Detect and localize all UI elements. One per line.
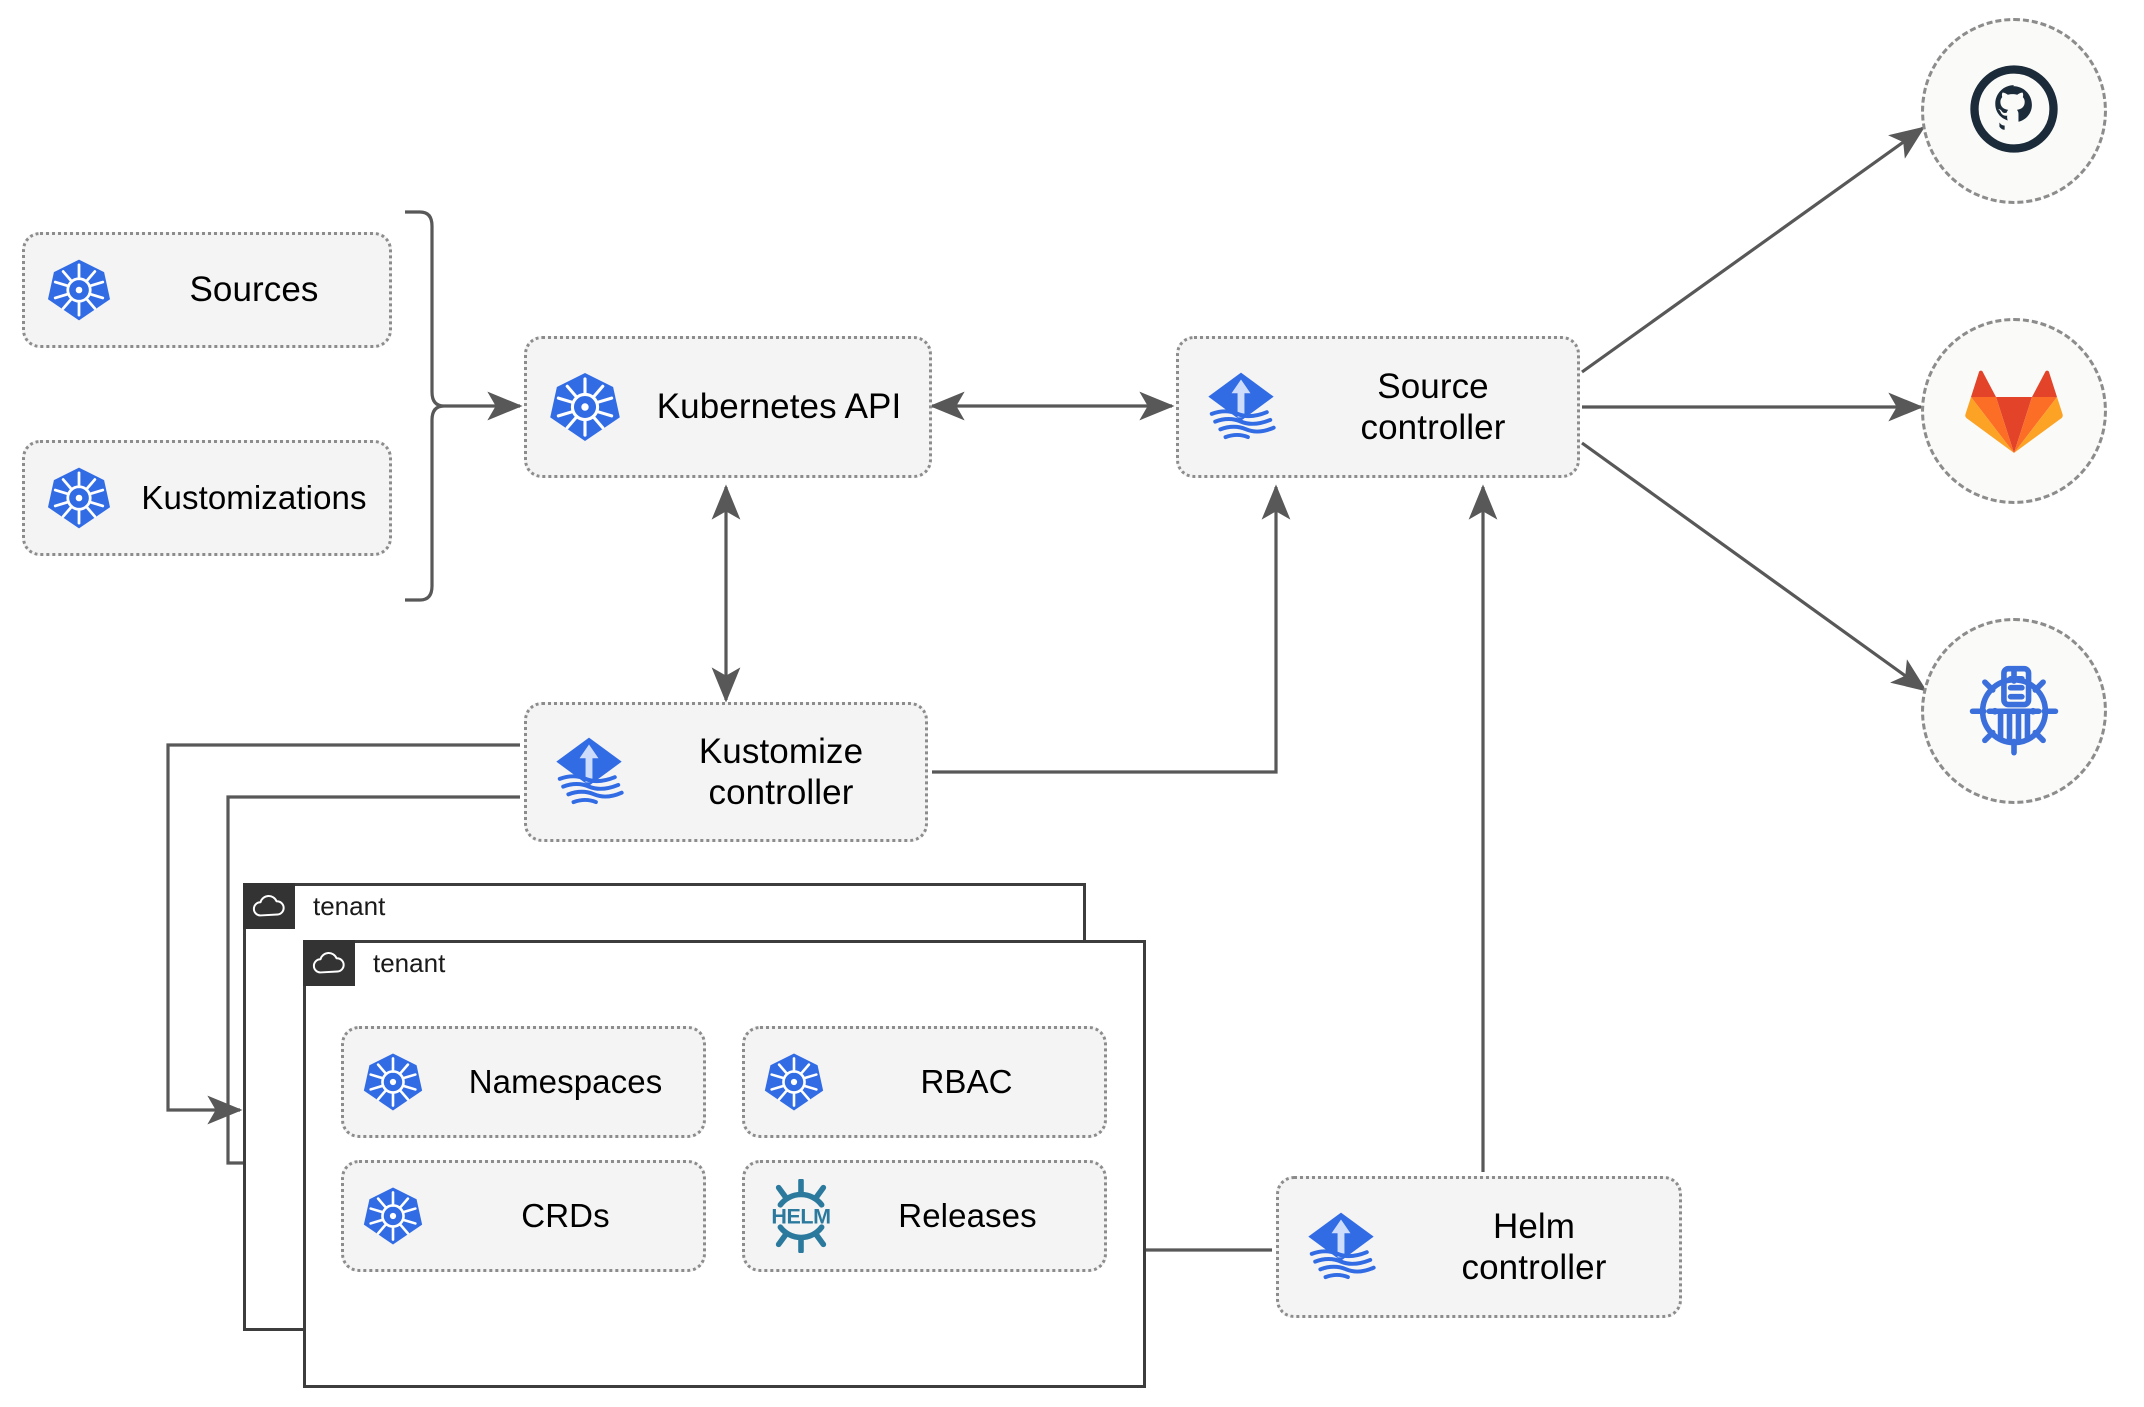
- node-helm-controller[interactable]: Helm controller: [1276, 1176, 1682, 1318]
- flux-icon: [1179, 364, 1303, 450]
- node-label: Kustomizations: [141, 478, 367, 516]
- kubernetes-icon: [344, 1185, 442, 1247]
- provider-github[interactable]: [1921, 18, 2107, 204]
- node-label: Releases: [898, 1196, 1037, 1234]
- node-source-controller[interactable]: Source controller: [1176, 336, 1580, 478]
- github-icon: [1962, 57, 2066, 166]
- cloud-icon: [303, 940, 355, 986]
- node-label: Source controller: [1360, 366, 1506, 447]
- resource-crds[interactable]: CRDs: [341, 1160, 706, 1272]
- resource-rbac[interactable]: RBAC: [742, 1026, 1107, 1138]
- helm-icon: HELM: [745, 1179, 857, 1253]
- kubernetes-icon: [25, 465, 133, 531]
- flux-icon: [1279, 1204, 1403, 1290]
- node-label: Helm controller: [1461, 1206, 1607, 1287]
- kubernetes-icon: [527, 370, 643, 444]
- kubernetes-icon: [344, 1051, 442, 1113]
- edge-kustomize-source: [932, 484, 1291, 774]
- kubernetes-icon: [25, 257, 133, 323]
- node-sources[interactable]: Sources: [22, 232, 392, 348]
- node-label: RBAC: [920, 1062, 1013, 1100]
- node-kustomizations[interactable]: Kustomizations: [22, 440, 392, 556]
- flux-icon: [527, 729, 651, 815]
- helm-chart-icon: [1958, 653, 2070, 770]
- resource-namespaces[interactable]: Namespaces: [341, 1026, 706, 1138]
- node-label: Sources: [189, 270, 319, 310]
- provider-gitlab[interactable]: [1921, 318, 2107, 504]
- svg-text:HELM: HELM: [771, 1205, 830, 1229]
- edge-source-github: [1581, 126, 1926, 374]
- provider-helm-repository[interactable]: [1921, 618, 2107, 804]
- tenant-label: tenant: [295, 890, 386, 922]
- cloud-icon: [243, 883, 295, 929]
- tenant-label: tenant: [355, 947, 446, 979]
- node-label: Namespaces: [468, 1062, 663, 1100]
- node-label: CRDs: [521, 1196, 610, 1234]
- group-brace: [405, 210, 445, 602]
- node-label: Kustomize controller: [698, 731, 864, 812]
- gitlab-icon: [1964, 361, 2064, 462]
- kubernetes-icon: [745, 1051, 843, 1113]
- node-kubernetes-api[interactable]: Kubernetes API: [524, 336, 932, 478]
- tenant-header: tenant: [243, 883, 386, 929]
- edge-source-helmrepo: [1581, 441, 1928, 692]
- tenant-header: tenant: [303, 940, 446, 986]
- resource-releases[interactable]: HELM Releases: [742, 1160, 1107, 1272]
- node-label: Kubernetes API: [656, 387, 902, 427]
- node-kustomize-controller[interactable]: Kustomize controller: [524, 702, 928, 842]
- tenant-resource-grid: Namespaces RBAC: [341, 1026, 1107, 1272]
